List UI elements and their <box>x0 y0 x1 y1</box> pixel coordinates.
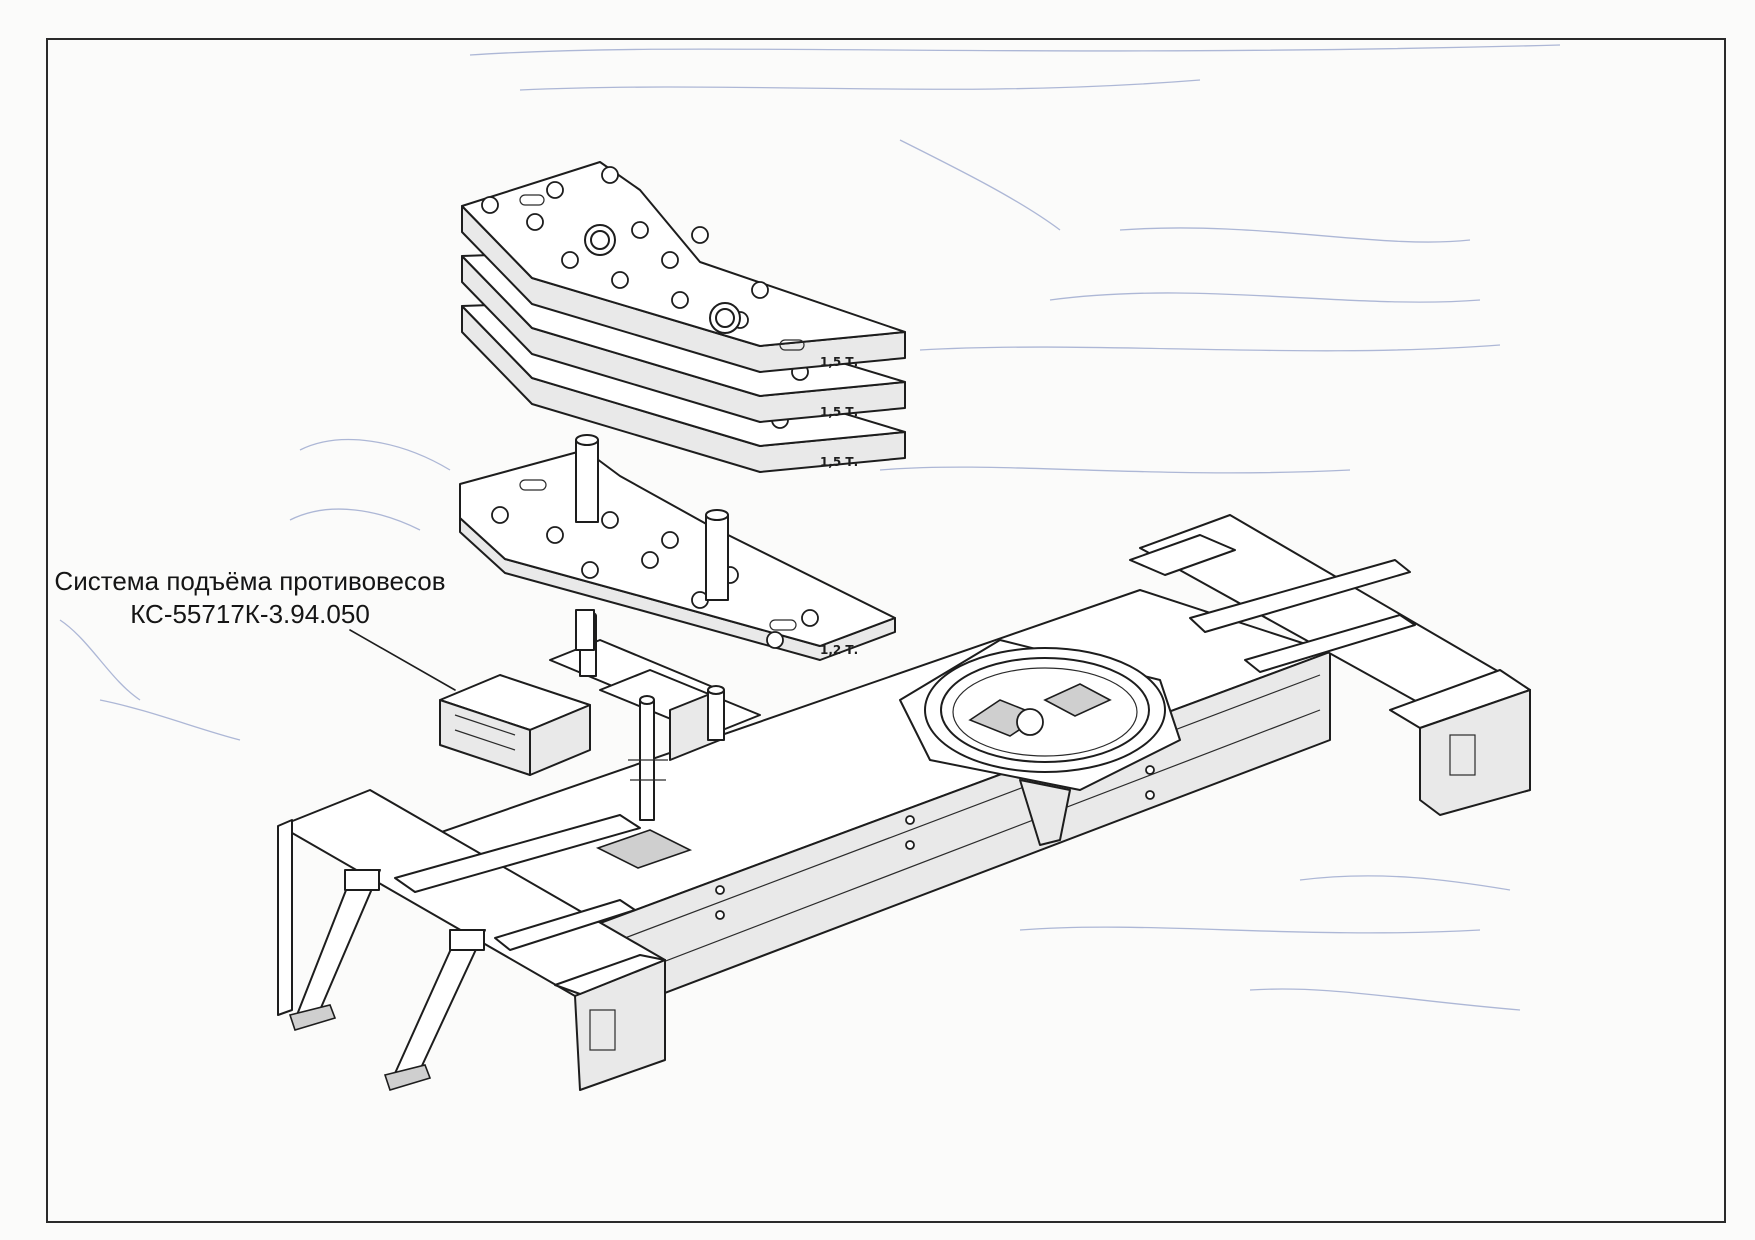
weight-label-top: 1,5 Т. <box>820 355 858 369</box>
pen-marks <box>59 44 1561 1011</box>
counterweight-stack: 1,2 Т. 1,5 Т. <box>459 161 906 661</box>
callout-part-number: КС-55717К-3.94.050 <box>130 599 370 629</box>
weight-label-lower: 1,5 Т. <box>820 455 858 469</box>
callout-title: Система подъёма противовесов <box>54 566 446 596</box>
weight-label-middle: 1,5 Т. <box>820 405 858 419</box>
counterweight-plate-top: 1,5 Т. <box>461 161 906 373</box>
callout-leader-line <box>349 629 456 691</box>
chassis-frame <box>277 514 1531 1091</box>
drawing-frame <box>46 38 1726 1223</box>
counterweight-plate-base: 1,2 Т. <box>459 449 896 661</box>
weight-label-base: 1,2 Т. <box>820 643 858 657</box>
counterweight-lift-callout: Система подъёма противовесов КС-55717К-3… <box>40 565 460 631</box>
